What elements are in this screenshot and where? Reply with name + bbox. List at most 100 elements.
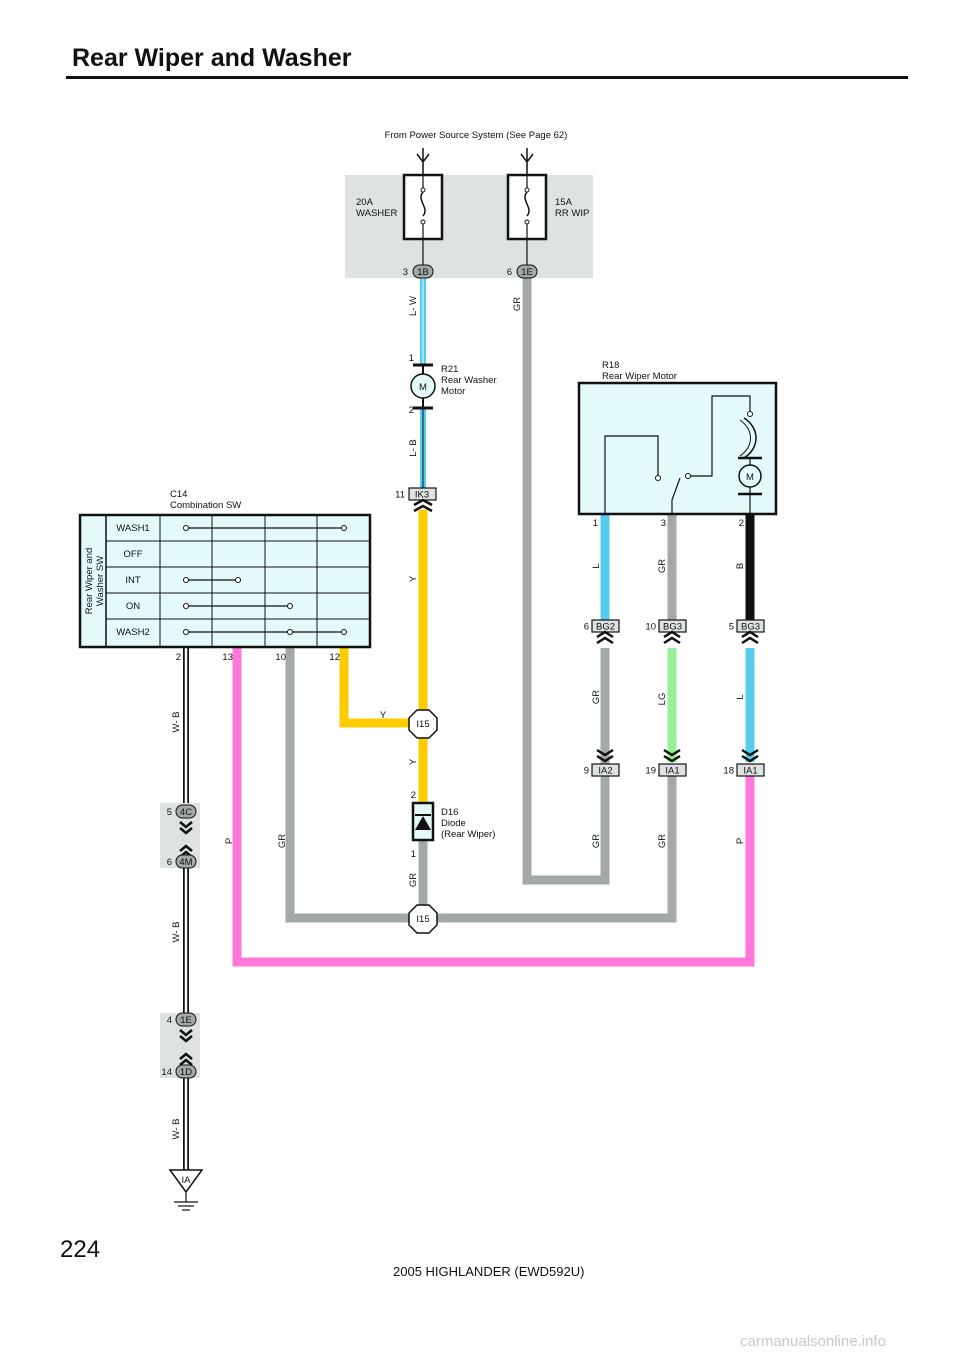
wire-gr-fuse xyxy=(522,278,610,885)
diode-pin-bottom: 1 xyxy=(411,849,416,860)
wire-tag-wb1: W- B xyxy=(171,712,182,733)
svg-text:18: 18 xyxy=(723,766,734,777)
wiper-motor-pin-1: 1 xyxy=(593,518,598,529)
switch-row-wash2: WASH2 xyxy=(116,627,149,638)
wire-tag-wb3: W- B xyxy=(171,1119,182,1140)
wiper-motor-code: R18 xyxy=(602,360,619,371)
svg-text:BG3: BG3 xyxy=(663,622,682,633)
wire-tag-y1: Y xyxy=(408,575,419,582)
switch-row-off: OFF xyxy=(124,549,143,560)
junction-i15-yellow: I15 xyxy=(408,709,438,739)
junction-i15-gray: I15 xyxy=(408,904,438,934)
svg-text:5: 5 xyxy=(167,807,172,818)
connector-ia1-a: IA1 19 xyxy=(645,748,687,777)
wire-tags: L- W GR L- B Y Y Y GR W- B W- B W- B P G… xyxy=(171,296,746,1140)
switch-pin-2: 2 xyxy=(176,652,181,663)
wire-y-switch xyxy=(339,648,423,728)
washer-motor: M xyxy=(410,363,436,410)
ground-label: IA xyxy=(182,1175,192,1186)
diode-pin-top: 2 xyxy=(411,790,416,801)
power-arrows xyxy=(416,148,534,175)
connector-ik3: IK3 11 xyxy=(395,487,437,513)
wire-tag-lb: L- B xyxy=(408,439,419,456)
wire-tag-gr-diode: GR xyxy=(408,873,419,887)
page-number: 224 xyxy=(60,1236,101,1263)
svg-text:4C: 4C xyxy=(180,807,192,818)
svg-text:BG2: BG2 xyxy=(596,622,615,633)
connector-4m: 4M 6 xyxy=(167,854,197,869)
connector-1d: 1D 14 xyxy=(161,1064,197,1079)
svg-text:11: 11 xyxy=(395,490,405,501)
combination-switch-code: C14 xyxy=(170,489,187,500)
page-title: Rear Wiper and Washer xyxy=(72,44,352,72)
switch-pin-10: 10 xyxy=(275,652,286,663)
connector-1b: 1B 3 xyxy=(403,264,434,279)
wiper-motor-pin-2: 2 xyxy=(739,518,744,529)
wire-tag-lw: L- W xyxy=(408,296,419,316)
wire-tag-p2: P xyxy=(735,838,746,844)
switch-pin-12: 12 xyxy=(329,652,340,663)
svg-text:10: 10 xyxy=(645,622,656,633)
washer-motor-name-2: Motor xyxy=(441,386,465,397)
fuse-washer xyxy=(402,173,444,265)
diode-code: D16 xyxy=(441,807,458,818)
wiper-motor-name: Rear Wiper Motor xyxy=(602,371,677,382)
wire-tag-gr-sw: GR xyxy=(277,834,288,848)
combination-switch-name: Combination SW xyxy=(170,500,241,511)
wire-tag-b: B xyxy=(735,563,746,569)
switch-side-label-2: Washer SW xyxy=(95,556,106,606)
connector-bg3-b: BG3 5 xyxy=(729,619,765,645)
fuse-rr-wip-name: RR WIP xyxy=(555,208,589,219)
svg-text:9: 9 xyxy=(584,766,589,777)
watermark: carmanualsonline.info xyxy=(740,1333,886,1350)
connector-4c-4m-mating xyxy=(179,821,193,858)
wire-gr-switch xyxy=(285,648,677,923)
switch-pin-13: 13 xyxy=(222,652,233,663)
svg-text:6: 6 xyxy=(507,267,512,278)
washer-motor-pin-top: 1 xyxy=(409,353,414,364)
power-source-label: From Power Source System (See Page 62) xyxy=(385,130,568,141)
fuse-washer-rating: 20A xyxy=(356,197,374,208)
wire-tag-gr-ia1: GR xyxy=(657,834,668,848)
svg-text:1D: 1D xyxy=(180,1067,192,1078)
svg-text:IK3: IK3 xyxy=(415,490,429,501)
ground-symbol xyxy=(168,1169,204,1211)
svg-text:1E: 1E xyxy=(521,267,533,278)
wire-tag-l1: L xyxy=(591,563,602,568)
svg-text:3: 3 xyxy=(403,267,408,278)
wire-tag-p1: P xyxy=(224,838,235,844)
document-id: 2005 HIGHLANDER (EWD592U) xyxy=(393,1264,585,1279)
svg-text:BG3: BG3 xyxy=(741,622,760,633)
svg-text:5: 5 xyxy=(729,622,734,633)
svg-text:1E: 1E xyxy=(180,1015,192,1026)
fuse-rr-wip xyxy=(506,173,548,265)
connector-ia2: IA2 9 xyxy=(584,748,620,777)
wire-tag-gr-fuse: GR xyxy=(512,297,523,311)
svg-text:14: 14 xyxy=(161,1067,172,1078)
wiper-motor: M xyxy=(577,381,778,516)
switch-row-on: ON xyxy=(126,601,140,612)
svg-text:I15: I15 xyxy=(416,914,429,925)
wiper-motor-pin-3: 3 xyxy=(661,518,666,529)
title-rule xyxy=(66,76,908,79)
svg-text:IA1: IA1 xyxy=(665,766,679,777)
connector-4c: 4C 5 xyxy=(167,804,197,819)
switch-row-int: INT xyxy=(125,575,141,586)
svg-text:6: 6 xyxy=(167,857,172,868)
wire-tag-y3: Y xyxy=(408,758,419,765)
wire-tag-wb2: W- B xyxy=(171,922,182,943)
connector-bg2: BG2 6 xyxy=(584,619,620,645)
svg-text:6: 6 xyxy=(584,622,589,633)
svg-text:I15: I15 xyxy=(416,719,429,730)
diode-name-2: (Rear Wiper) xyxy=(441,829,495,840)
wire-tag-lg: LG xyxy=(657,693,668,706)
wire-tag-y2: Y xyxy=(380,710,387,721)
switch-row-wash1: WASH1 xyxy=(116,523,149,534)
svg-text:1B: 1B xyxy=(417,267,429,278)
fuse-washer-name: WASHER xyxy=(356,208,397,219)
washer-motor-name-1: Rear Washer xyxy=(441,375,497,386)
wire-tag-gr-bg2: GR xyxy=(591,690,602,704)
washer-motor-pin-bottom: 2 xyxy=(409,405,414,416)
diode xyxy=(411,801,435,842)
